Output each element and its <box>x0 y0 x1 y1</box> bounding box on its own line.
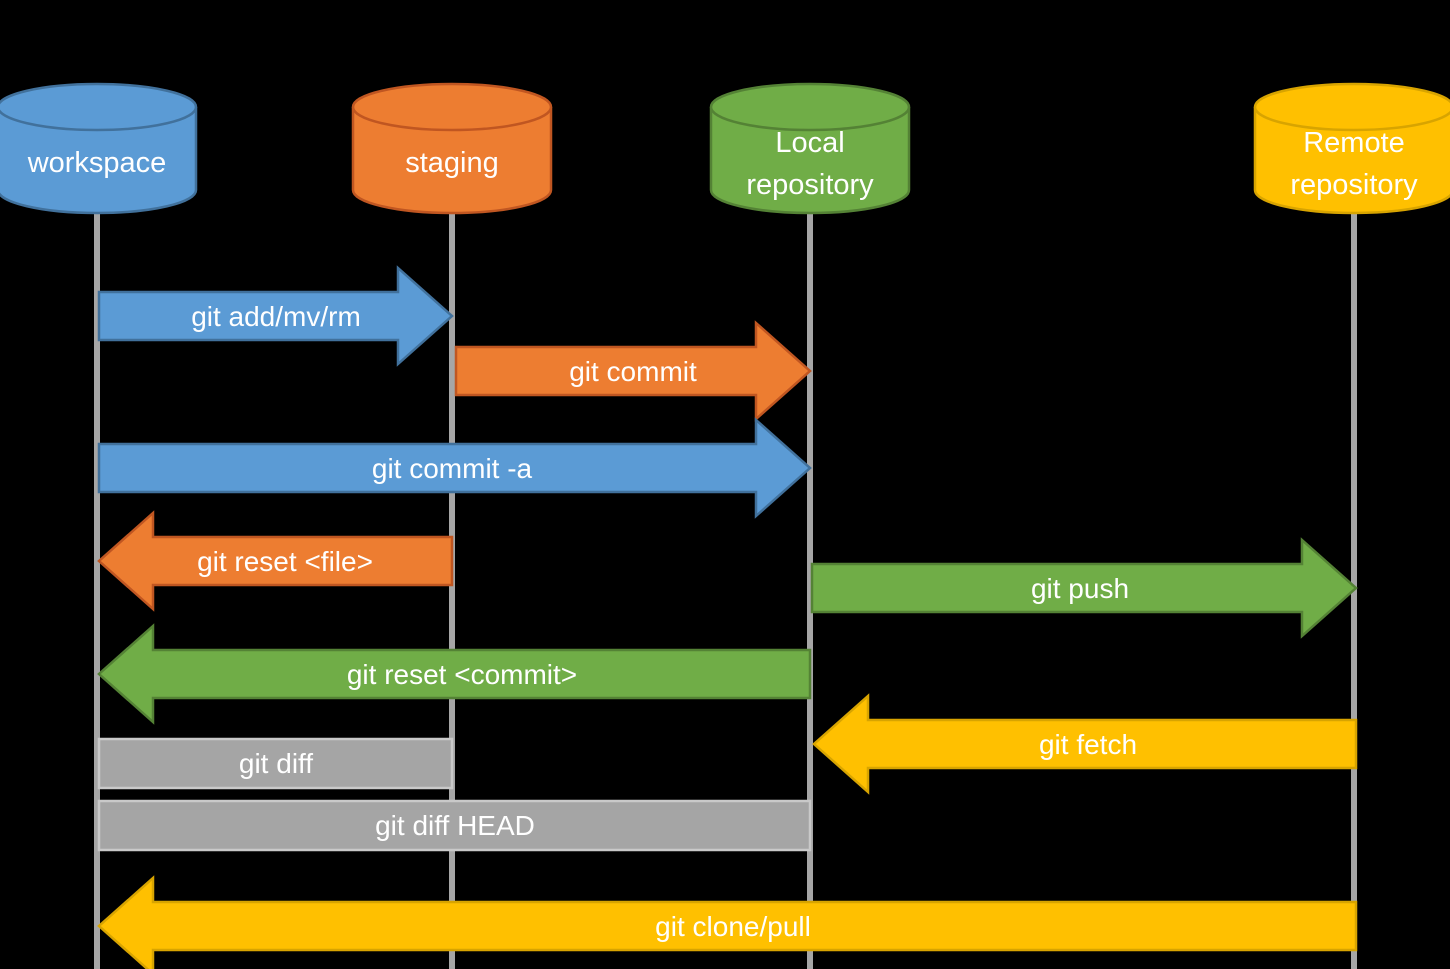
bar-git-diff-label: git diff <box>239 748 313 779</box>
arrow-git-reset-file-shape <box>97 510 454 612</box>
local-repository-cylinder: Local repository <box>709 82 911 215</box>
arrow-git-push: git push <box>810 537 1358 639</box>
bar-git-diff-head: git diff HEAD <box>97 799 812 852</box>
arrow-git-fetch-label: git fetch <box>1039 729 1137 760</box>
remote-repository-label-line2: repository <box>1290 169 1418 201</box>
arrow-git-clone-pull: git clone/pull <box>97 875 1358 969</box>
staging-label: staging <box>405 147 499 179</box>
workspace-cylinder-body <box>0 107 198 215</box>
bar-git-diff-head-shape <box>97 799 812 852</box>
local-repository-cylinder-top <box>709 82 911 132</box>
remote-repository-cylinder: Remote repository <box>1253 82 1450 215</box>
arrow-git-add-mv-rm-label: git add/mv/rm <box>191 301 361 332</box>
workspace-label: workspace <box>27 147 167 179</box>
arrow-git-fetch: git fetch <box>812 693 1358 795</box>
staging-cylinder-top <box>351 82 553 132</box>
arrow-git-commit-shape <box>454 320 812 422</box>
remote-repository-cylinder-body <box>1253 107 1450 215</box>
arrow-git-add-mv-rm: git add/mv/rm <box>97 265 454 367</box>
staging-cylinder-body <box>351 107 553 215</box>
arrow-git-commit-a: git commit -a <box>97 417 812 519</box>
workspace-cylinder-top <box>0 82 198 132</box>
arrow-git-commit: git commit <box>454 320 812 422</box>
local-repository-label-line1: Local <box>775 127 844 159</box>
local-repository-label-line2: repository <box>746 169 874 201</box>
bar-git-diff: git diff <box>97 737 454 790</box>
remote-repository-cylinder-top <box>1253 82 1450 132</box>
staging-cylinder: staging <box>351 82 553 215</box>
remote-repository-label-line1: Remote <box>1303 127 1405 159</box>
arrow-git-clone-pull-label: git clone/pull <box>655 911 811 942</box>
workspace-cylinder: workspace <box>0 82 198 215</box>
arrow-git-commit-a-label: git commit -a <box>372 453 533 484</box>
arrow-git-commit-a-shape <box>97 417 812 519</box>
bar-git-diff-head-label: git diff HEAD <box>375 810 535 841</box>
arrow-git-reset-file-label: git reset <file> <box>197 546 373 577</box>
arrow-git-clone-pull-shape <box>97 875 1358 969</box>
local-repository-cylinder-body <box>709 107 911 215</box>
arrow-git-commit-label: git commit <box>569 356 697 387</box>
arrow-git-push-shape <box>810 537 1358 639</box>
arrow-git-reset-commit: git reset <commit> <box>97 623 812 725</box>
arrow-git-fetch-shape <box>812 693 1358 795</box>
arrow-git-reset-file: git reset <file> <box>97 510 454 612</box>
arrow-git-push-label: git push <box>1031 573 1129 604</box>
arrow-git-add-mv-rm-shape <box>97 265 454 367</box>
arrow-git-reset-commit-label: git reset <commit> <box>347 659 577 690</box>
arrow-git-reset-commit-shape <box>97 623 812 725</box>
bar-git-diff-shape <box>97 737 454 790</box>
